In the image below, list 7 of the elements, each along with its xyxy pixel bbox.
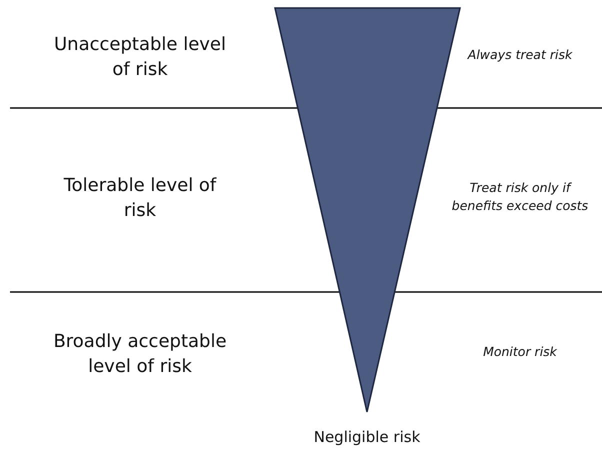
node-caption: Negligible risk bbox=[314, 428, 420, 446]
action-note: Monitor risk bbox=[482, 343, 558, 361]
zone-label: Tolerable level of risk bbox=[62, 174, 218, 223]
zone-label: Broadly acceptable level of risk bbox=[52, 330, 228, 379]
zone-label: Unacceptable level of risk bbox=[52, 33, 228, 82]
action-note: Always treat risk bbox=[466, 46, 574, 64]
action-note: Treat risk only if benefits exceed costs bbox=[450, 179, 590, 215]
